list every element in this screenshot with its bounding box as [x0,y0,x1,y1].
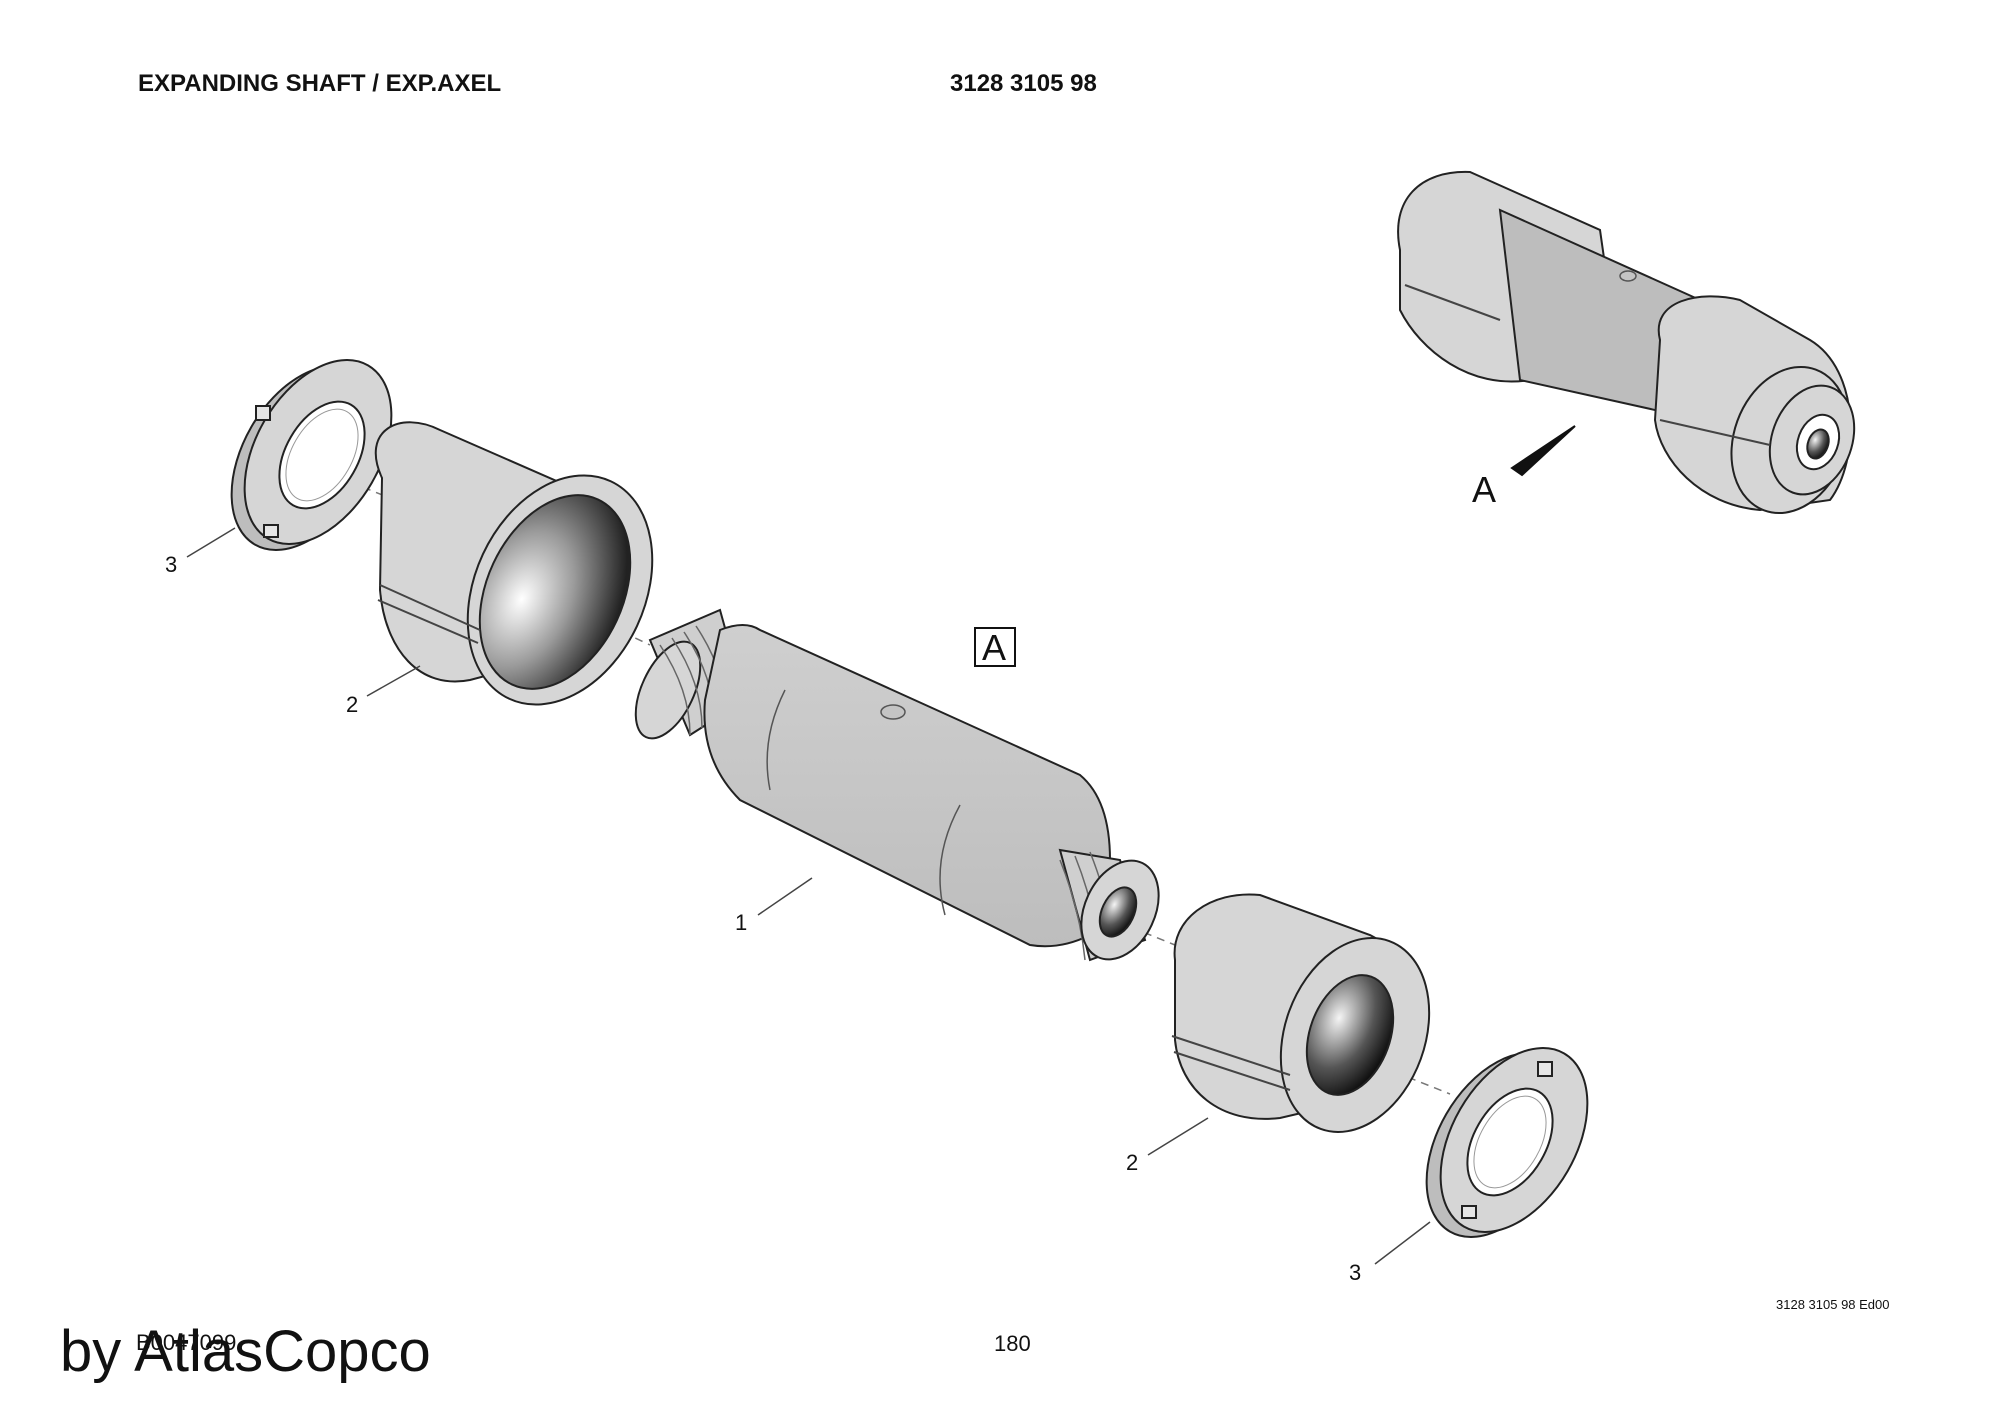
sleeve-right [1171,893,1431,1133]
page-title: EXPANDING SHAFT / EXP.AXEL [138,70,502,97]
view-arrow-label: A [1472,469,1496,510]
expanding-shaft [634,608,1160,962]
callout-shaft: 1 [735,910,747,935]
edition-code: 3128 3105 98 Ed00 [1776,1297,1890,1312]
callout-nut-left: 3 [165,552,177,577]
callout-nut-right: 3 [1349,1260,1361,1285]
sleeve-left [374,421,654,706]
lock-nut-left [230,359,393,551]
view-arrow [1510,425,1576,477]
view-label-box [974,627,1016,667]
watermark: by AtlasCopco [60,1319,431,1384]
view-box-label: A [982,627,1006,668]
part-number: 3128 3105 98 [950,70,1097,97]
leader-lines [186,527,1431,1265]
assembled-view [1397,170,1856,515]
lock-nut-right [1425,1047,1589,1238]
drawing-id: B0047099 [136,1330,237,1355]
callout-sleeve-right: 2 [1126,1150,1138,1175]
page-number: 180 [994,1331,1031,1356]
callout-sleeve-left: 2 [346,692,358,717]
